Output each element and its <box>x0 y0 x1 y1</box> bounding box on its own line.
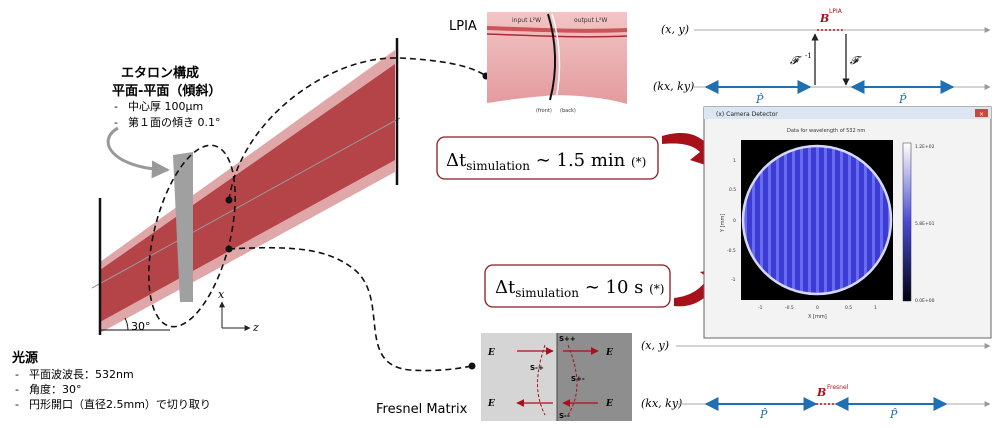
fresnel-connector <box>228 246 473 372</box>
y-tick-3: 0 <box>733 218 736 224</box>
source-bullet-3: - <box>15 398 19 411</box>
camera-detector-window[interactable]: (x) Camera Detector × Data for wavelengt… <box>703 106 992 339</box>
x-tick-1: -1 <box>758 305 763 311</box>
lpia-b-operator-sup: LPIA <box>829 8 843 15</box>
fresnel-time-note: (*) <box>649 282 664 296</box>
fresnel-s-3: S-+ <box>530 364 544 372</box>
fresnel-time-value: ∼ 10 s <box>585 277 644 298</box>
lpia-p-right: P̂ <box>898 93 907 106</box>
lpia-time-sub: simulation <box>466 159 530 173</box>
fresnel-b-operator: B <box>816 386 826 399</box>
fresnel-connector-end <box>468 362 476 370</box>
colorbar-max: 1.2E+02 <box>915 144 935 150</box>
lpia-b-operator: B <box>819 12 829 25</box>
fresnel-kxky-label: (kx, ky) <box>641 397 682 410</box>
svg-text:Δtsimulation ∼ 10 s (*): Δtsimulation ∼ 10 s (*) <box>495 277 664 300</box>
fresnel-p-right: P̂ <box>889 408 898 421</box>
x-tick-2: -0.5 <box>785 305 794 311</box>
fresnel-operator-diagram: (x, y) (kx, ky) P̂ P̂ B Fresnel <box>641 339 991 421</box>
window-title: (x) Camera Detector <box>716 111 778 118</box>
etalon-highlight-ellipse <box>148 144 236 328</box>
plot-title: Data for wavelength of 532 nm <box>787 128 865 134</box>
lpia-f-inverse: 𝓕 <box>790 54 802 67</box>
lpia-p-left: P̂ <box>755 93 764 106</box>
fresnel-label: Fresnel Matrix <box>376 402 468 417</box>
etalon-item-2: 第１面の傾き 0.1° <box>128 115 221 129</box>
fresnel-inset: E E E E S++ S+- S-+ S-- <box>481 333 632 421</box>
coordinate-axes: x z <box>218 288 259 334</box>
lpia-time-value: ∼ 1.5 min <box>536 150 626 171</box>
y-tick-5: -1 <box>731 277 736 283</box>
source-item-1: 平面波波長：532nm <box>29 368 134 381</box>
source-item-2: 角度：30° <box>29 382 82 396</box>
fresnel-s-2: S+- <box>571 375 585 383</box>
window-close-button[interactable] <box>975 109 988 117</box>
etalon-title: エタロン構成 <box>121 65 199 81</box>
x-axis-label: X [mm] <box>808 314 827 320</box>
fresnel-time-box: Δtsimulation ∼ 10 s (*) <box>484 264 671 308</box>
fresnel-e-out-left: E <box>487 399 495 409</box>
etalon-bullet-1: - <box>114 100 118 113</box>
lpia-bottom-label-1: (front) <box>536 108 552 114</box>
beam-group <box>91 38 401 335</box>
svg-text:Δtsimulation ∼ 1.5 min (*): Δtsimulation ∼ 1.5 min (*) <box>446 150 646 173</box>
source-description: 光源 - 平面波波長：532nm - 角度：30° - 円形開口（直径2.5mm… <box>11 350 211 411</box>
axis-x-label: x <box>218 288 225 301</box>
etalon-description: エタロン構成 平面-平面（傾斜） - 中心厚 100µm - 第１面の傾き 0.… <box>112 65 221 129</box>
fresnel-s-1: S++ <box>559 335 576 343</box>
lpia-f: 𝓕 <box>850 54 862 67</box>
etalon-plate <box>173 152 193 302</box>
colorbar-mid: 5.8E+01 <box>915 221 935 227</box>
fresnel-e-in-left: E <box>487 348 495 358</box>
axis-z-label: z <box>252 321 259 334</box>
x-tick-5: 1 <box>874 305 877 311</box>
x-tick-3: 0 <box>816 305 819 311</box>
colorbar <box>902 142 912 302</box>
lpia-time-box: Δtsimulation ∼ 1.5 min (*) <box>436 136 659 180</box>
y-tick-1: 1 <box>733 158 736 164</box>
lpia-time-delta: Δt <box>446 150 467 171</box>
close-icon: × <box>979 111 984 118</box>
source-title: 光源 <box>11 350 38 366</box>
fresnel-xy-label: (x, y) <box>641 339 669 352</box>
beam-inner <box>100 64 395 322</box>
lpia-inset: input L²W output L²W (front) (back) <box>486 12 628 114</box>
fresnel-e-out-right: E <box>605 348 613 358</box>
angle-arc <box>124 317 129 331</box>
beam-axis <box>91 117 401 289</box>
etalon-pointer-arrow <box>106 126 170 179</box>
lpia-label: LPIA <box>449 19 477 34</box>
lpia-kxky-label: (kx, ky) <box>653 80 694 93</box>
y-axis-label: Y [mm] <box>720 214 726 233</box>
lpia-f-inverse-sup: -1 <box>805 52 812 60</box>
y-tick-4: -0.5 <box>727 248 736 254</box>
etalon-subtitle: 平面-平面（傾斜） <box>112 83 221 99</box>
intensity-disc-rim <box>741 144 893 296</box>
lpia-bottom-label-2: (back) <box>560 108 576 114</box>
lpia-xy-label: (x, y) <box>661 23 689 36</box>
lpia-operator-diagram: (x, y) (kx, ky) P̂ P̂ 𝓕 -1 𝓕 B LPIA <box>653 8 991 106</box>
fresnel-s-4: S-- <box>559 412 570 420</box>
etalon-bullet-2: - <box>114 116 118 129</box>
etalon-item-1: 中心厚 100µm <box>128 100 203 113</box>
y-tick-2: 0.5 <box>729 187 736 193</box>
fresnel-p-left: P̂ <box>759 408 768 421</box>
colorbar-min: 0.0E+00 <box>915 298 935 304</box>
angle-label: 30° <box>131 320 151 333</box>
lpia-output-label: output L²W <box>574 17 607 24</box>
lpia-input-label: input L²W <box>512 17 541 24</box>
fresnel-time-sub: simulation <box>515 286 579 300</box>
fresnel-time-delta: Δt <box>495 277 516 298</box>
source-bullet-1: - <box>15 368 19 381</box>
fresnel-b-operator-sup: Fresnel <box>827 384 849 391</box>
source-bullet-2: - <box>15 383 19 396</box>
intensity-disc-fill <box>743 146 891 294</box>
lpia-time-note: (*) <box>631 155 646 169</box>
source-item-3: 円形開口（直径2.5mm）で切り取り <box>29 397 211 411</box>
x-tick-4: 0.5 <box>845 305 852 311</box>
fresnel-e-in-right: E <box>605 399 613 409</box>
